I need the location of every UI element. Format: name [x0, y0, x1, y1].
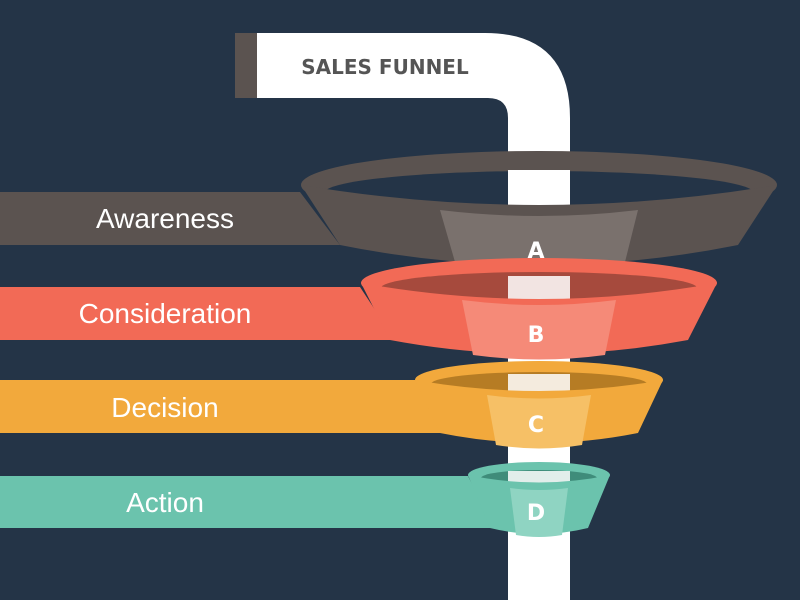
- band-action: [0, 476, 495, 528]
- pipe-end-cap: [235, 33, 257, 98]
- stage-letter-c: C: [528, 413, 544, 438]
- band-consideration: [0, 287, 395, 340]
- stage-letter-b: B: [528, 323, 545, 348]
- diagram-title: SALES FUNNEL: [301, 55, 469, 79]
- stage-letter-a: A: [527, 239, 544, 264]
- funnel-ring-b: [361, 258, 717, 360]
- funnel-ring-c: [415, 361, 663, 449]
- band-awareness: [0, 192, 340, 245]
- stage-label-consideration: Consideration: [79, 298, 252, 329]
- funnel-ring-a: [301, 151, 777, 268]
- stage-label-action: Action: [126, 487, 204, 518]
- stage-label-decision: Decision: [111, 392, 218, 423]
- funnel-pipe: [235, 33, 570, 600]
- band-decision: [0, 380, 445, 433]
- stage-label-awareness: Awareness: [96, 203, 234, 234]
- funnel-ring-d: [468, 462, 610, 537]
- stage-letter-d: D: [527, 501, 545, 526]
